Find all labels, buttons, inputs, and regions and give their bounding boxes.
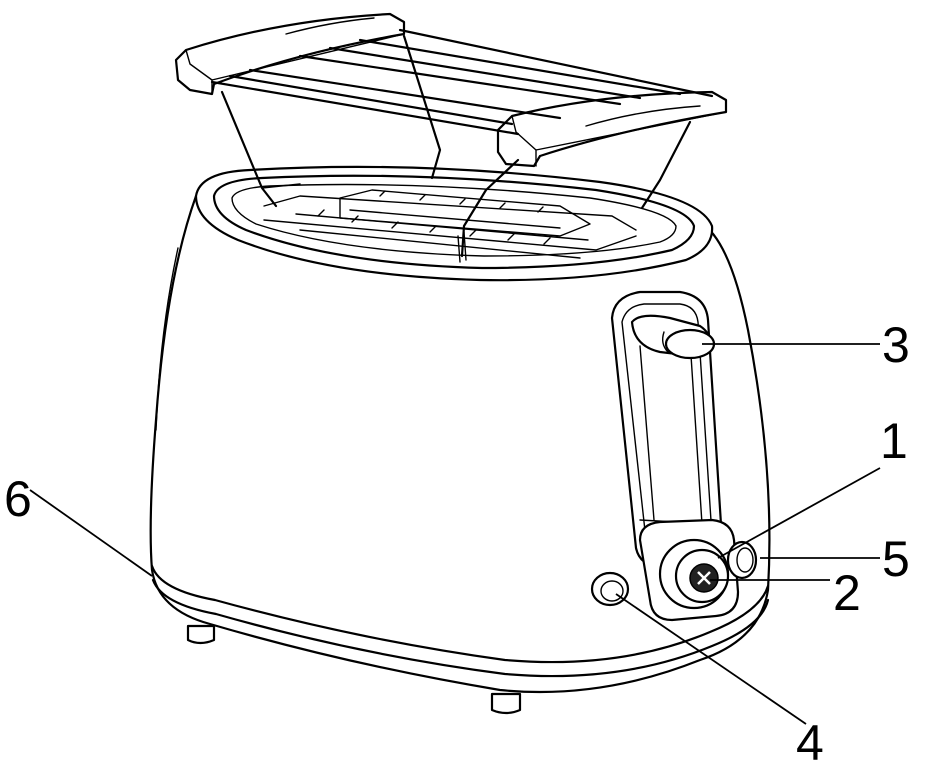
browning-knob xyxy=(658,538,730,610)
callout-labels: 1 2 3 4 5 6 xyxy=(4,317,910,771)
toast-slots xyxy=(263,189,637,263)
warming-rack xyxy=(174,12,728,258)
callout-4: 4 xyxy=(796,715,824,771)
callout-6: 6 xyxy=(4,471,32,527)
callout-2: 2 xyxy=(833,565,861,621)
top-rim xyxy=(194,165,714,282)
callout-5: 5 xyxy=(882,531,910,587)
callout-3: 3 xyxy=(882,317,910,373)
leader-lines xyxy=(29,343,881,725)
callout-1: 1 xyxy=(880,413,908,469)
toaster-feet xyxy=(186,624,522,715)
cancel-button-illustration xyxy=(726,540,758,580)
function-button-illustration xyxy=(590,571,630,607)
